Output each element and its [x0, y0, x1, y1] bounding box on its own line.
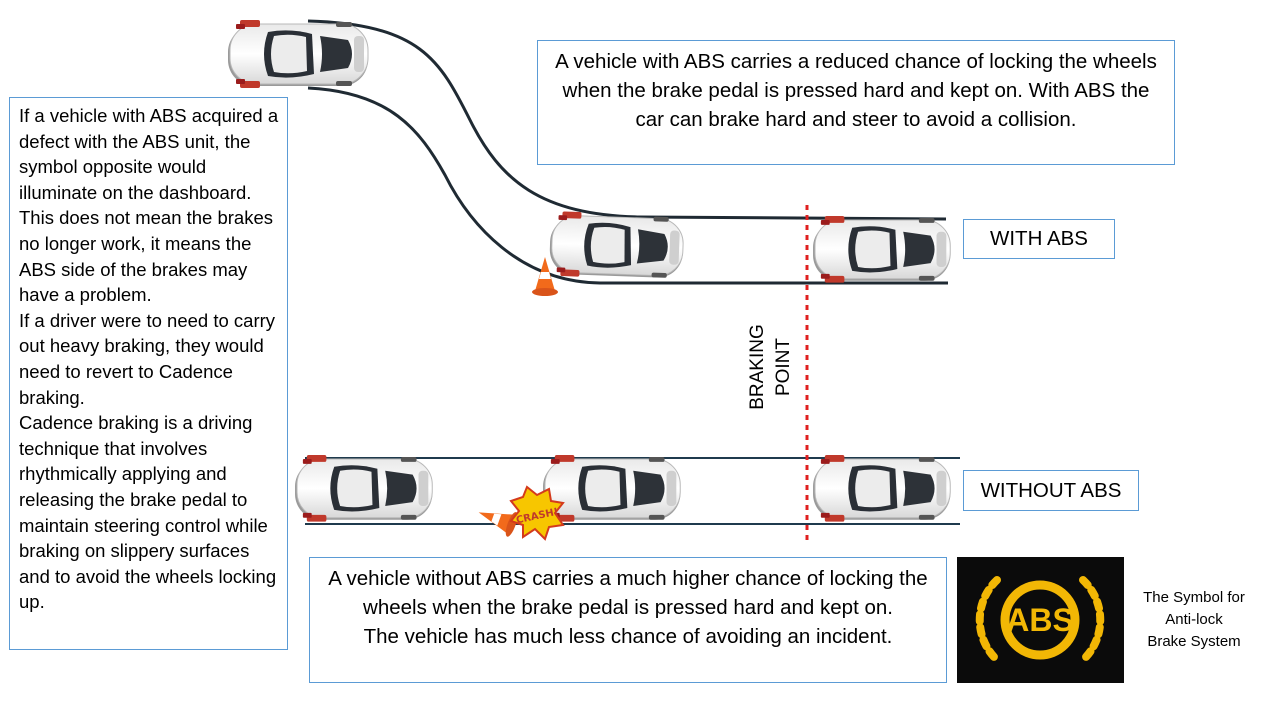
car-no-abs-crashing: [542, 454, 681, 523]
without-abs-note-line1: A vehicle without ABS carries a much hig…: [328, 567, 928, 619]
car-abs-front: [812, 215, 951, 284]
with-abs-note: A vehicle with ABS carries a reduced cha…: [537, 40, 1175, 165]
abs-warning-symbol: ABS: [957, 557, 1124, 683]
car-abs-swerving: [548, 210, 685, 281]
symbol-caption-line3: Brake System: [1147, 633, 1241, 650]
with-abs-label: WITH ABS: [963, 219, 1115, 259]
symbol-caption-line2: Anti-lock: [1165, 611, 1223, 628]
abs-symbol-text: ABS: [1006, 602, 1074, 638]
note-paragraph: If a driver were to need to carry out he…: [19, 309, 276, 408]
car-no-abs-rear: [294, 454, 433, 523]
note-paragraph: If a vehicle with ABS acquired a defect …: [19, 105, 279, 203]
car-top-left: [227, 19, 369, 89]
abs-warning-light-icon: ABS: [975, 576, 1105, 664]
without-abs-note-line2: The vehicle has much less chance of avoi…: [363, 625, 893, 648]
with-abs-label-text: WITH ABS: [990, 227, 1088, 250]
abs-defect-note: If a vehicle with ABS acquired a defect …: [9, 97, 288, 650]
with-abs-note-text: A vehicle with ABS carries a reduced cha…: [555, 50, 1157, 131]
braking-point-label: BRAKING POINT: [745, 307, 797, 427]
without-abs-label-text: WITHOUT ABS: [980, 478, 1122, 502]
symbol-caption-line1: The Symbol for: [1143, 589, 1245, 606]
crash-burst-icon: CRASH!: [509, 485, 565, 541]
without-abs-label: WITHOUT ABS: [963, 470, 1139, 511]
note-paragraph: This does not mean the brakes no longer …: [19, 207, 274, 306]
abs-path-outer-line: [307, 19, 947, 221]
symbol-caption: The Symbol for Anti-lock Brake System: [1131, 587, 1257, 653]
note-paragraph: Cadence braking is a driving technique t…: [19, 412, 277, 613]
braking-point-line1: BRAKING: [747, 324, 768, 410]
braking-point-line2: POINT: [773, 337, 794, 397]
car-no-abs-front: [812, 454, 951, 523]
without-abs-note: A vehicle without ABS carries a much hig…: [309, 557, 947, 683]
